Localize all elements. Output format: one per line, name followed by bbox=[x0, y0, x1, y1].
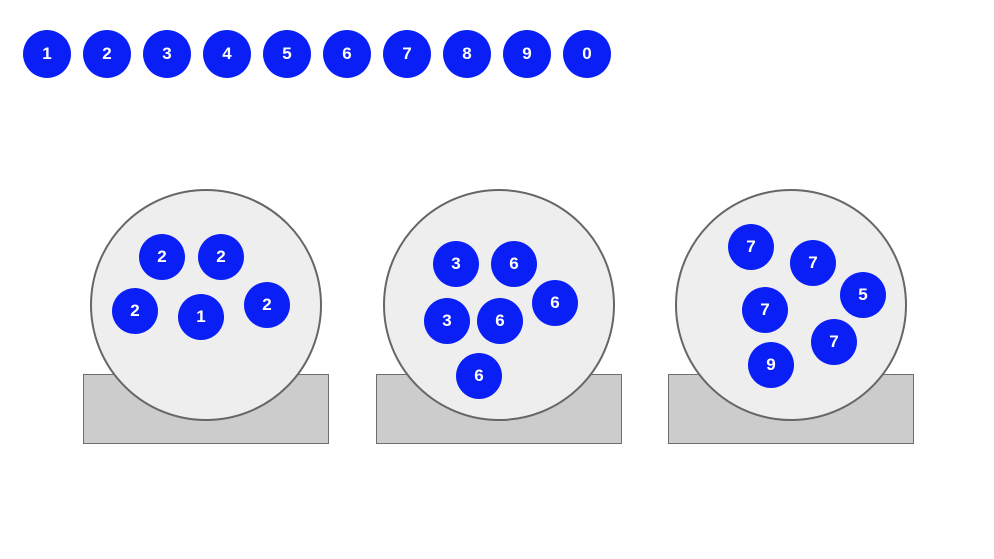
machine-2-ball: 6 bbox=[477, 298, 523, 344]
palette-ball-8: 8 bbox=[443, 30, 491, 78]
machine-2-ball: 6 bbox=[532, 280, 578, 326]
palette-ball-0: 0 bbox=[563, 30, 611, 78]
machine-1-ball: 2 bbox=[244, 282, 290, 328]
machine-3-ball: 7 bbox=[811, 319, 857, 365]
palette-ball-2: 2 bbox=[83, 30, 131, 78]
machine-2-ball: 3 bbox=[424, 298, 470, 344]
machine-2-ball: 6 bbox=[456, 353, 502, 399]
machine-3-ball: 5 bbox=[840, 272, 886, 318]
machine-1-ball: 2 bbox=[112, 288, 158, 334]
machine-2-ball: 3 bbox=[433, 241, 479, 287]
machine-2-ball: 6 bbox=[491, 241, 537, 287]
machine-1-ball: 2 bbox=[198, 234, 244, 280]
machine-3-ball: 7 bbox=[728, 224, 774, 270]
machine-1-ball: 2 bbox=[139, 234, 185, 280]
palette-ball-9: 9 bbox=[503, 30, 551, 78]
palette-ball-4: 4 bbox=[203, 30, 251, 78]
machine-1-ball: 1 bbox=[178, 294, 224, 340]
machine-3-ball: 9 bbox=[748, 342, 794, 388]
palette-ball-1: 1 bbox=[23, 30, 71, 78]
machine-3-ball: 7 bbox=[790, 240, 836, 286]
palette-ball-7: 7 bbox=[383, 30, 431, 78]
palette-ball-6: 6 bbox=[323, 30, 371, 78]
palette-ball-5: 5 bbox=[263, 30, 311, 78]
palette-ball-3: 3 bbox=[143, 30, 191, 78]
machine-3-ball: 7 bbox=[742, 287, 788, 333]
